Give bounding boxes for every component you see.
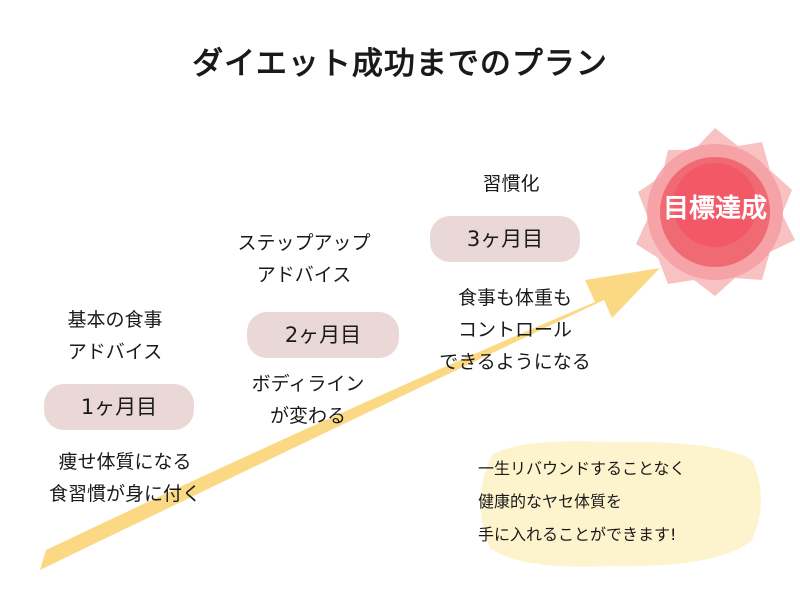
step1-month-pill: 1ヶ月目 (44, 384, 194, 430)
page-title: ダイエット成功までのプラン (192, 46, 608, 82)
step1-bottom-line2: 食習慣が身に付く (48, 483, 201, 505)
note-line3: 手に入れることができます! (478, 525, 677, 544)
step1-bottom-line1: 痩せ体質になる (58, 451, 192, 473)
note-line1: 一生リバウンドすることなく (478, 459, 686, 478)
step2-top-line2: アドバイス (256, 264, 352, 286)
step1-top-line2: アドバイス (67, 341, 163, 363)
note-line2: 健康的なヤセ体質を (478, 492, 623, 511)
step2-month-pill: 2ヶ月目 (247, 312, 399, 358)
goal-burst (636, 128, 795, 296)
note-highlight (480, 441, 761, 567)
step1-top-line1: 基本の食事 (67, 309, 163, 331)
step2-bottom-label: ボディライン が変わる (228, 368, 388, 432)
step3-bottom-line1: 食事も体重も (457, 287, 572, 309)
step1-bottom-label: 痩せ体質になる 食習慣が身に付く (15, 446, 235, 510)
step3-top-line1: 習慣化 (482, 173, 540, 195)
step1-top-label: 基本の食事 アドバイス (40, 304, 190, 368)
step2-top-line1: ステップアップ (237, 232, 371, 254)
step2-bottom-line2: が変わる (269, 405, 346, 427)
step3-bottom-label: 食事も体重も コントロール できるようになる (415, 282, 615, 378)
step3-bottom-line2: コントロール (457, 319, 572, 341)
step3-bottom-line3: できるようになる (439, 351, 591, 373)
step2-bottom-line1: ボディライン (251, 373, 365, 395)
step3-top-label: 習慣化 (446, 168, 576, 200)
progress-arrow (40, 268, 660, 570)
step2-top-label: ステップアップ アドバイス (214, 227, 394, 291)
goal-label: 目標達成 (662, 194, 767, 224)
step3-month-pill: 3ヶ月目 (430, 216, 580, 262)
summary-note: 一生リバウンドすることなく 健康的なヤセ体質を 手に入れることができます! (478, 452, 686, 551)
